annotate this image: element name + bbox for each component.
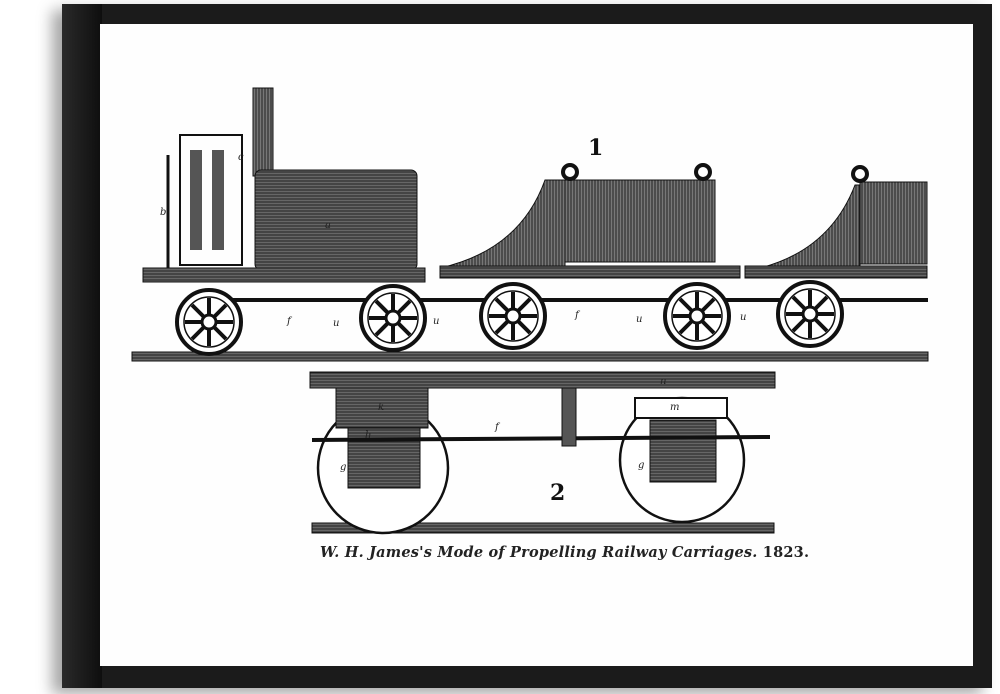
label-g-2: g	[638, 460, 644, 471]
label-f-2: f	[574, 310, 581, 321]
label-c: c	[238, 152, 244, 163]
label-b: b	[160, 207, 166, 218]
label-k: k	[378, 402, 384, 413]
boiler	[254, 169, 418, 271]
label-u-2: u	[433, 316, 439, 327]
print-canvas	[100, 24, 973, 666]
caption-text: W. H. James's Mode of Propelling Railway…	[320, 544, 758, 561]
engine-cylinders	[179, 134, 243, 266]
label-a: a	[325, 220, 331, 231]
figure-number-2: 2	[550, 480, 565, 506]
figure-1-train: a b c f f u u u u 1	[131, 87, 929, 362]
label-g: g	[340, 462, 346, 473]
carriage-2-body	[859, 181, 928, 265]
label-f-3: f	[494, 422, 501, 433]
chimney	[252, 87, 274, 177]
caption-year: 1823.	[762, 544, 810, 561]
label-u-4: u	[740, 312, 746, 323]
figure-number-1: 1	[588, 135, 603, 161]
label-m: m	[670, 402, 679, 413]
frame-side-edge	[62, 4, 102, 688]
carriage-1-body	[564, 179, 716, 263]
frame-beam	[309, 371, 776, 389]
figure-2-detail: k g g h f n m 2	[309, 371, 776, 535]
rail-2	[311, 522, 775, 534]
print-caption: W. H. James's Mode of Propelling Railway…	[320, 544, 809, 561]
label-n: n	[660, 376, 666, 387]
label-u-3: u	[636, 314, 642, 325]
label-u: u	[333, 318, 339, 329]
locomotive-frame	[142, 267, 426, 283]
rail-1	[131, 351, 929, 362]
label-h: h	[365, 430, 371, 441]
label-f: f	[286, 316, 293, 327]
